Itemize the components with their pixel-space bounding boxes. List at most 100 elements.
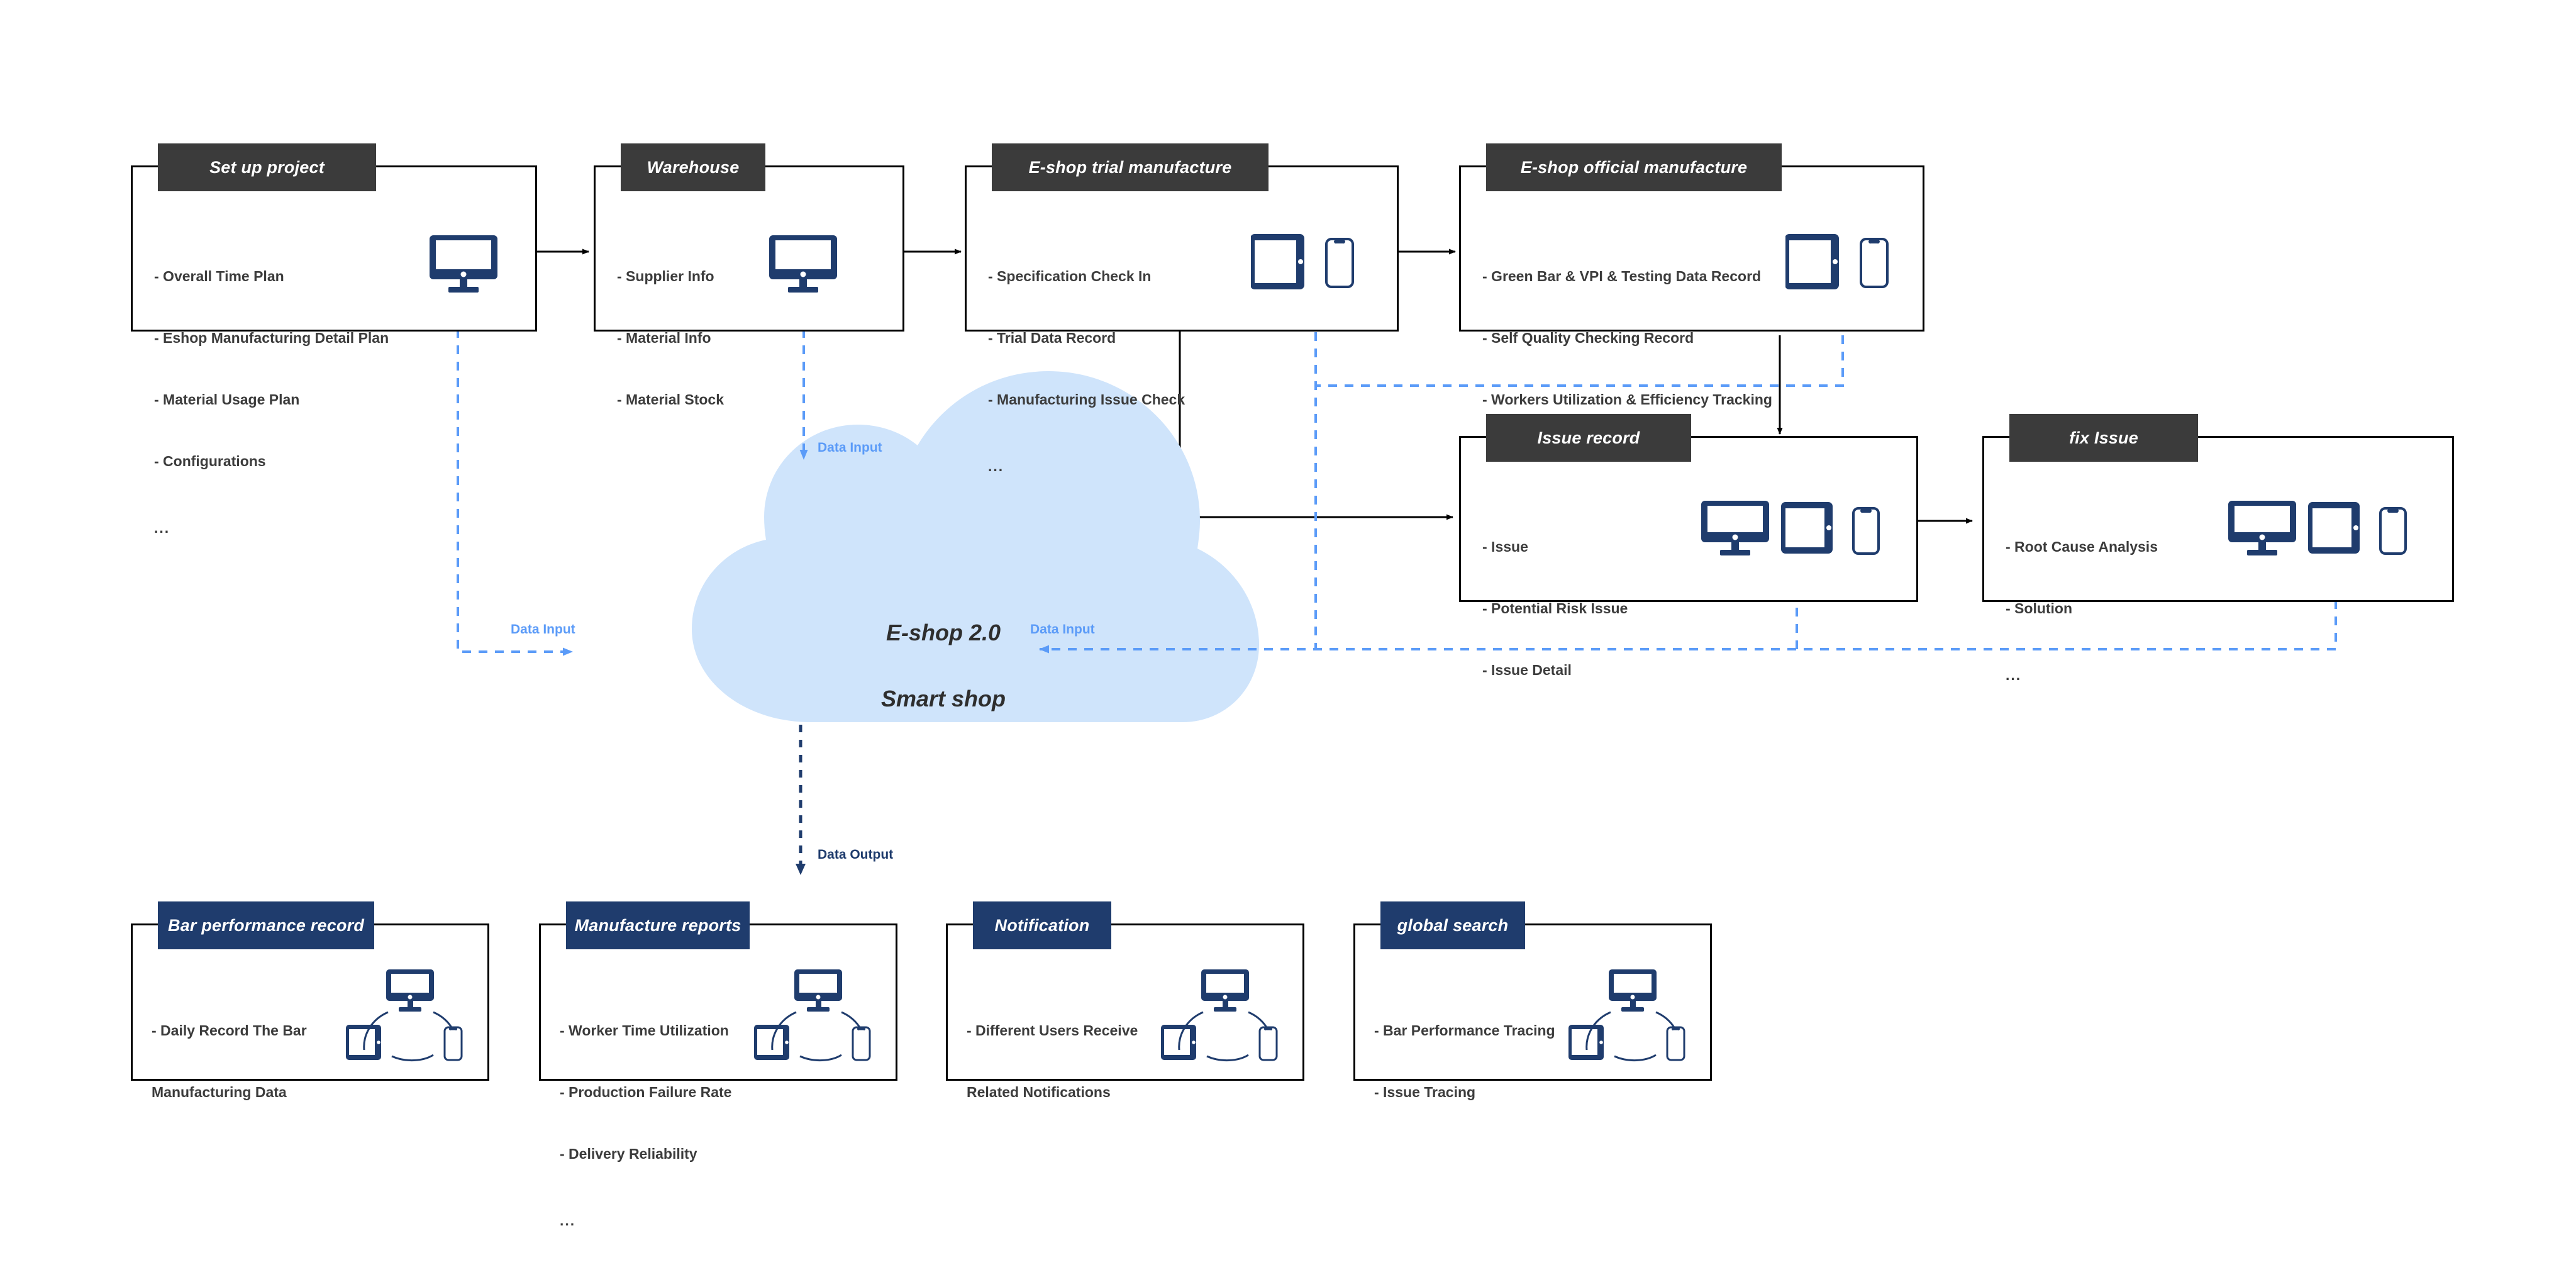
bullet-item: - Issue Tracing xyxy=(1374,1084,1476,1101)
bullet-item: - Root Cause Analysis xyxy=(2006,538,2158,555)
label-data-input-setup: Data Input xyxy=(511,622,575,637)
tablet-icon xyxy=(1568,1025,1604,1060)
node-bullets-global-search: - Bar Performance Tracing - Issue Tracin… xyxy=(1374,979,1555,1144)
tablet-icon xyxy=(2308,502,2360,554)
node-title: Manufacture reports xyxy=(574,915,741,935)
node-bullets-e-shop-trial-manufacture: - Specification Check In - Trial Data Re… xyxy=(988,225,1185,518)
bullet-item: - Delivery Reliability xyxy=(560,1146,697,1163)
node-header-e-shop-official-manufacture: E-shop official manufacture xyxy=(1486,143,1782,191)
node-notification[interactable]: Notification - Different Users Receive R… xyxy=(946,901,1304,1100)
cloud-label-line2: Smart shop xyxy=(880,685,1006,711)
bullet-item: - Issue Detail xyxy=(1482,662,1572,679)
phone-icon xyxy=(852,1026,871,1061)
node-title: Warehouse xyxy=(647,157,740,177)
bullet-item: - Issue xyxy=(1482,538,1528,555)
node-bullets-bar-performance-record: - Daily Record The Bar Manufacturing Dat… xyxy=(152,979,307,1144)
tablet-icon xyxy=(1161,1025,1196,1060)
tablet-icon xyxy=(1785,234,1839,289)
node-bullets-e-shop-official-manufacture: - Green Bar & VPI & Testing Data Record … xyxy=(1482,225,1772,518)
node-e-shop-official-manufacture[interactable]: E-shop official manufacture - Green Bar … xyxy=(1459,143,1924,474)
node-bullets-set-up-project: - Overall Time Plan - Eshop Manufacturin… xyxy=(154,225,389,579)
desktop-icon xyxy=(430,235,497,293)
connector-trial-to-issue-record xyxy=(1179,329,1453,520)
node-header-issue-record: Issue record xyxy=(1486,414,1691,462)
bullet-item: - Specification Check In xyxy=(988,268,1152,285)
node-title: Set up project xyxy=(209,157,325,177)
bullet-ellipsis: ... xyxy=(154,520,170,537)
node-warehouse[interactable]: Warehouse - Supplier Info - Material Inf… xyxy=(594,143,904,408)
phone-icon xyxy=(1258,1026,1278,1061)
node-bullets-manufacture-reports: - Worker Time Utilization - Production F… xyxy=(560,979,731,1272)
label-data-output: Data Output xyxy=(818,847,894,862)
bullet-item: - Material Info xyxy=(617,330,711,347)
node-issue-record[interactable]: Issue record - Issue - Potential Risk Is… xyxy=(1459,414,1918,678)
bullet-item: - Manufacturing Issue Check xyxy=(988,391,1185,408)
phone-icon xyxy=(1325,238,1354,288)
device-icons-e-shop-trial-manufacture xyxy=(1251,234,1354,289)
node-bullets-issue-record: - Issue - Potential Risk Issue - Issue D… xyxy=(1482,496,1628,722)
device-icons-issue-record xyxy=(1701,501,1880,555)
device-icons-manufacture-reports xyxy=(754,969,871,1062)
desktop-icon xyxy=(794,969,842,1012)
bullet-item: - Overall Time Plan xyxy=(154,268,284,285)
node-bar-performance-record[interactable]: Bar performance record - Daily Record Th… xyxy=(131,901,489,1100)
bullet-item: - Eshop Manufacturing Detail Plan xyxy=(154,330,389,347)
node-header-notification: Notification xyxy=(973,901,1111,949)
bullet-item: - Different Users Receive xyxy=(967,1022,1138,1039)
device-icons-set-up-project xyxy=(430,235,497,293)
bullet-item: - Worker Time Utilization xyxy=(560,1022,729,1039)
bullet-item: Manufacturing Data xyxy=(152,1084,287,1101)
device-icons-fix-issue xyxy=(2228,501,2407,555)
tablet-icon xyxy=(346,1025,381,1060)
bullet-item: - Potential Risk Issue xyxy=(1482,600,1628,617)
node-e-shop-trial-manufacture[interactable]: E-shop trial manufacture - Specification… xyxy=(965,143,1399,474)
bullet-ellipsis: ... xyxy=(988,458,1004,475)
phone-icon xyxy=(2379,507,2407,555)
diagram-canvas: Set up project - Overall Time Plan - Esh… xyxy=(131,143,2454,1229)
bullet-item: - Material Usage Plan xyxy=(154,391,300,408)
label-data-input-right: Data Input xyxy=(1030,622,1095,637)
node-title: global search xyxy=(1397,915,1509,935)
bullet-item: - Configurations xyxy=(154,453,266,470)
node-title: fix Issue xyxy=(2069,428,2138,447)
tablet-icon xyxy=(1781,502,1833,554)
node-title: Notification xyxy=(994,915,1090,935)
device-icons-global-search xyxy=(1568,969,1685,1062)
node-title: Issue record xyxy=(1537,428,1640,447)
node-header-global-search: global search xyxy=(1380,901,1525,949)
phone-icon xyxy=(443,1026,463,1061)
node-header-e-shop-trial-manufacture: E-shop trial manufacture xyxy=(992,143,1269,191)
phone-icon xyxy=(1860,238,1889,288)
node-fix-issue[interactable]: fix Issue - Root Cause Analysis - Soluti… xyxy=(1982,414,2454,683)
cloud-label-line1: E-shop 2.0 xyxy=(886,620,1001,646)
desktop-icon xyxy=(1201,969,1249,1012)
bullet-ellipsis: ... xyxy=(560,1212,576,1229)
bullet-item: - Self Quality Checking Record xyxy=(1482,330,1694,347)
device-icons-warehouse xyxy=(769,235,837,293)
desktop-icon xyxy=(769,235,837,293)
dataflow-setup-to-cloud xyxy=(457,280,573,656)
node-set-up-project[interactable]: Set up project - Overall Time Plan - Esh… xyxy=(131,143,537,536)
label-data-input-warehouse: Data Input xyxy=(818,440,882,455)
bullet-item: - Trial Data Record xyxy=(988,330,1116,347)
bullet-item: - Workers Utilization & Efficiency Track… xyxy=(1482,391,1772,408)
node-global-search[interactable]: global search - Bar Performance Tracing … xyxy=(1353,901,1712,1100)
node-title: E-shop trial manufacture xyxy=(1028,157,1232,177)
bullet-ellipsis: ... xyxy=(2006,667,2022,684)
phone-icon xyxy=(1666,1026,1685,1061)
bullet-item: - Production Failure Rate xyxy=(560,1084,732,1101)
tablet-icon xyxy=(1251,234,1304,289)
bullet-item: - Bar Performance Tracing xyxy=(1374,1022,1555,1039)
node-title: Bar performance record xyxy=(168,915,365,935)
cloud-label: E-shop 2.0 Smart shop xyxy=(692,584,1195,748)
node-bullets-fix-issue: - Root Cause Analysis - Solution ... xyxy=(2006,496,2158,727)
node-header-set-up-project: Set up project xyxy=(158,143,376,191)
node-bullets-warehouse: - Supplier Info - Material Info - Materi… xyxy=(617,225,724,451)
node-manufacture-reports[interactable]: Manufacture reports - Worker Time Utiliz… xyxy=(539,901,897,1229)
device-icons-e-shop-official-manufacture xyxy=(1785,234,1889,289)
device-icons-bar-performance-record xyxy=(346,969,463,1062)
bullet-item: - Green Bar & VPI & Testing Data Record xyxy=(1482,268,1762,285)
node-bullets-notification: - Different Users Receive Related Notifi… xyxy=(967,979,1138,1144)
device-icons-notification xyxy=(1161,969,1278,1062)
bullet-item: - Solution xyxy=(2006,600,2073,617)
